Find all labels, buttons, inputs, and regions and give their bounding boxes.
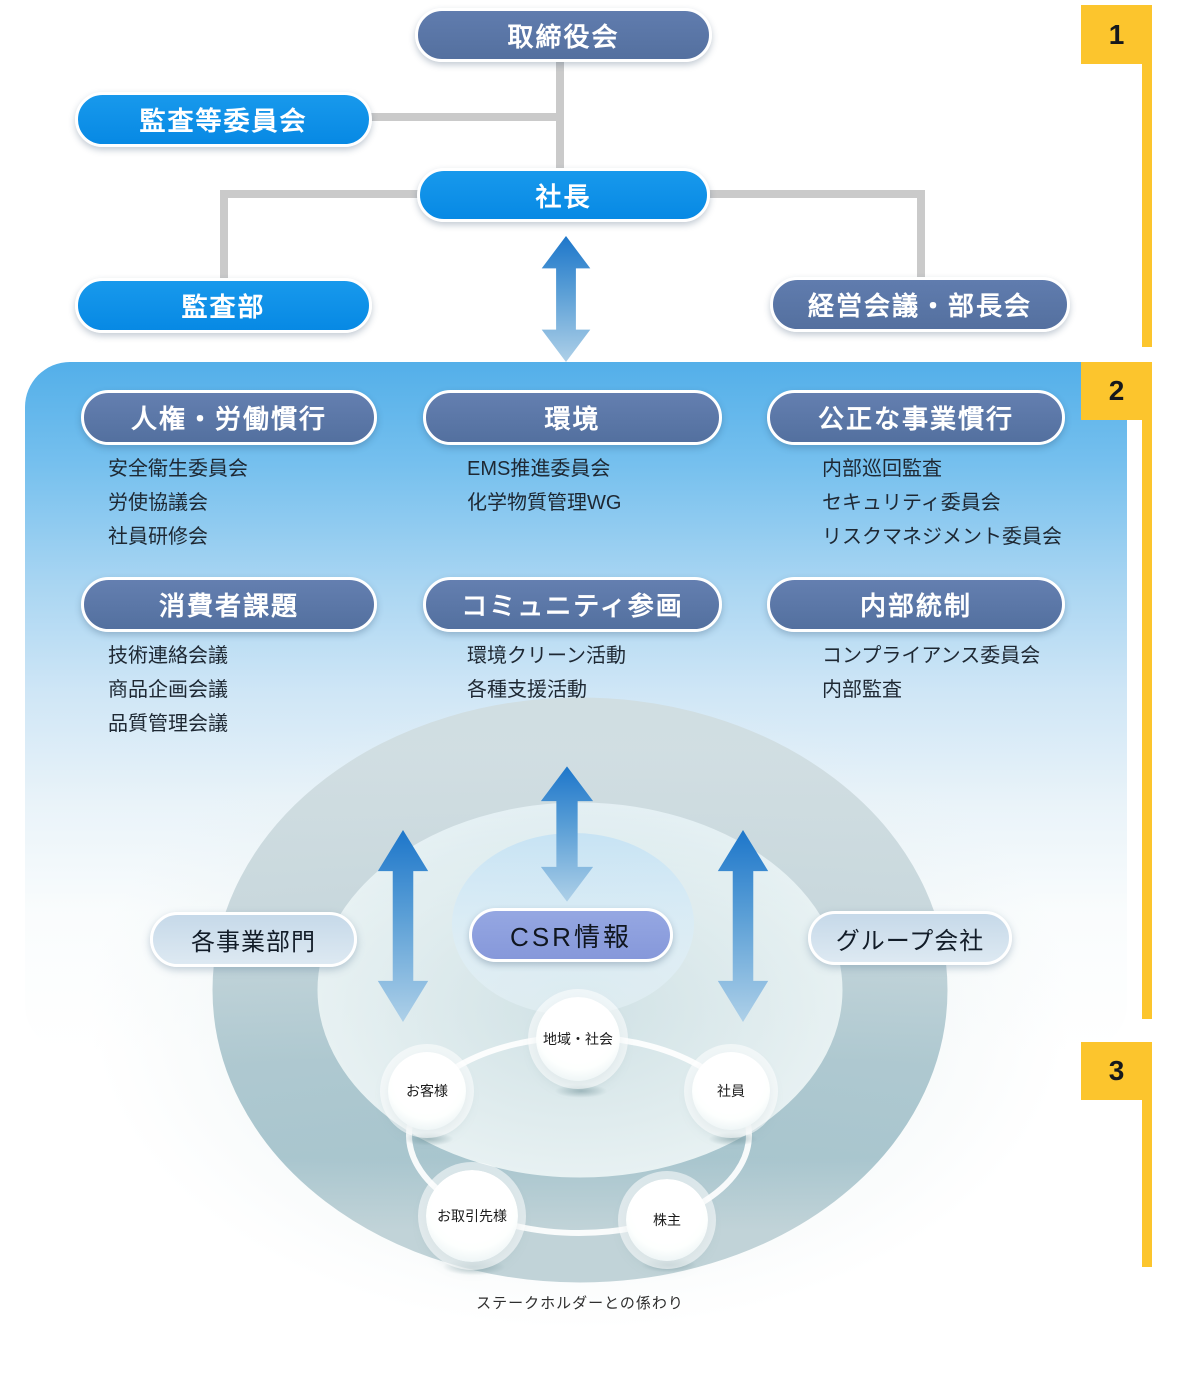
category-community: コミュニティ参画 環境クリーン活動 各種支援活動 [423, 577, 722, 707]
section-marker-2-number: 2 [1108, 375, 1125, 406]
csr-information-label: CSR情報 [510, 921, 632, 952]
category-title: 消費者課題 [158, 591, 299, 621]
category-item: 労使協議会 [108, 492, 208, 514]
board-of-directors-pill: 取締役会 [415, 8, 712, 62]
board-of-directors-label: 取締役会 [507, 21, 620, 52]
category-title: 内部統制 [859, 591, 972, 621]
connector-line [370, 113, 564, 121]
audit-committee-pill: 監査等委員会 [75, 92, 372, 147]
category-item: セキュリティ委員会 [822, 492, 1001, 514]
marker-line [1142, 1100, 1152, 1267]
category-internal-control: 内部統制 コンプライアンス委員会 内部監査 [767, 577, 1065, 707]
category-item: 社員研修会 [108, 526, 208, 548]
category-consumer-issues: 消費者課題 技術連絡会議 商品企画会議 品質管理会議 [81, 577, 377, 741]
stakeholder-employees-label: 社員 [717, 1083, 745, 1099]
group-companies-pill: グループ会社 [808, 911, 1012, 965]
category-item: 品質管理会議 [108, 713, 228, 735]
audit-committee-label: 監査等委員会 [139, 106, 308, 136]
category-item: 環境クリーン活動 [467, 645, 626, 667]
management-meeting-pill: 経営会議・部長会 [770, 277, 1070, 332]
stakeholder-circle-shareholders: 株主 [626, 1179, 708, 1261]
category-item: 各種支援活動 [467, 679, 587, 701]
category-item-list: 技術連絡会議 商品企画会議 品質管理会議 [108, 639, 377, 741]
stakeholder-caption: ステークホルダーとの係わり [476, 1295, 684, 1312]
category-item-list: 環境クリーン活動 各種支援活動 [467, 639, 722, 707]
section-marker-1-number: 1 [1108, 18, 1125, 50]
group-companies-label: グループ会社 [835, 927, 985, 955]
section-marker-1: 1 [1081, 5, 1152, 64]
category-item-list: コンプライアンス委員会 内部監査 [822, 639, 1065, 707]
business-divisions-label: 各事業部門 [191, 929, 316, 956]
stakeholder-shareholders-label: 株主 [653, 1212, 681, 1228]
category-item-list: 内部巡回監査 セキュリティ委員会 リスクマネジメント委員会 [822, 452, 1065, 554]
stakeholder-circle-employees: 社員 [692, 1052, 770, 1130]
category-item: リスクマネジメント委員会 [822, 526, 1062, 548]
marker-line [1142, 420, 1152, 1019]
category-item: 商品企画会議 [108, 679, 228, 701]
stakeholder-circle-customers: お客様 [388, 1052, 466, 1130]
circle-shadow [700, 1130, 766, 1148]
management-meeting-label: 経営会議・部長会 [807, 291, 1032, 321]
president-label: 社長 [535, 181, 592, 212]
category-title: 環境 [544, 404, 601, 434]
category-pill-fair-practices: 公正な事業慣行 [767, 390, 1065, 445]
marker-line [1142, 64, 1152, 347]
double-arrow-icon [540, 766, 594, 902]
stakeholder-community-label: 地域・社会 [543, 1031, 613, 1047]
section-marker-3: 3 [1081, 1042, 1152, 1100]
category-pill-human-rights: 人権・労働慣行 [81, 390, 377, 445]
category-item-list: 安全衛生委員会 労使協議会 社員研修会 [108, 452, 377, 554]
category-title: 公正な事業慣行 [817, 404, 1014, 434]
category-title: 人権・労働慣行 [130, 404, 327, 434]
category-item: 安全衛生委員会 [108, 458, 248, 480]
circle-shadow [432, 1256, 516, 1278]
audit-department-pill: 監査部 [75, 278, 372, 333]
category-item: 技術連絡会議 [108, 645, 228, 667]
category-item: EMS推進委員会 [467, 458, 611, 480]
csr-information-pill: CSR情報 [469, 908, 673, 962]
circle-shadow [546, 1082, 616, 1100]
category-item-list: EMS推進委員会 化学物質管理WG [467, 452, 722, 520]
category-pill-community: コミュニティ参画 [423, 577, 722, 632]
category-item: 内部監査 [822, 679, 902, 701]
connector-line [917, 190, 925, 277]
category-environment: 環境 EMS推進委員会 化学物質管理WG [423, 390, 722, 520]
double-arrow-icon [717, 830, 769, 1022]
category-human-rights: 人権・労働慣行 安全衛生委員会 労使協議会 社員研修会 [81, 390, 377, 554]
connector-line [220, 190, 228, 278]
section-marker-2: 2 [1081, 362, 1152, 420]
president-pill: 社長 [417, 168, 710, 222]
stakeholder-suppliers-label: お取引先様 [437, 1208, 507, 1224]
business-divisions-pill: 各事業部門 [150, 912, 357, 967]
stakeholder-circle-community: 地域・社会 [536, 997, 620, 1081]
double-arrow-icon [377, 830, 429, 1022]
category-pill-internal-control: 内部統制 [767, 577, 1065, 632]
category-item: 化学物質管理WG [467, 492, 622, 514]
category-pill-environment: 環境 [423, 390, 722, 445]
category-item: 内部巡回監査 [822, 458, 942, 480]
section-marker-3-number: 3 [1108, 1055, 1125, 1086]
stakeholder-customers-label: お客様 [406, 1083, 448, 1099]
category-item: コンプライアンス委員会 [822, 645, 1041, 667]
stakeholder-circle-suppliers: お取引先様 [426, 1170, 518, 1262]
connector-line [710, 190, 925, 198]
category-title: コミュニティ参画 [461, 591, 684, 621]
connector-line [220, 190, 418, 198]
category-pill-consumer-issues: 消費者課題 [81, 577, 377, 632]
double-arrow-icon [541, 236, 591, 362]
circle-shadow [396, 1130, 462, 1148]
audit-department-label: 監査部 [181, 292, 266, 322]
category-fair-practices: 公正な事業慣行 内部巡回監査 セキュリティ委員会 リスクマネジメント委員会 [767, 390, 1065, 554]
circle-shadow [632, 1255, 706, 1275]
